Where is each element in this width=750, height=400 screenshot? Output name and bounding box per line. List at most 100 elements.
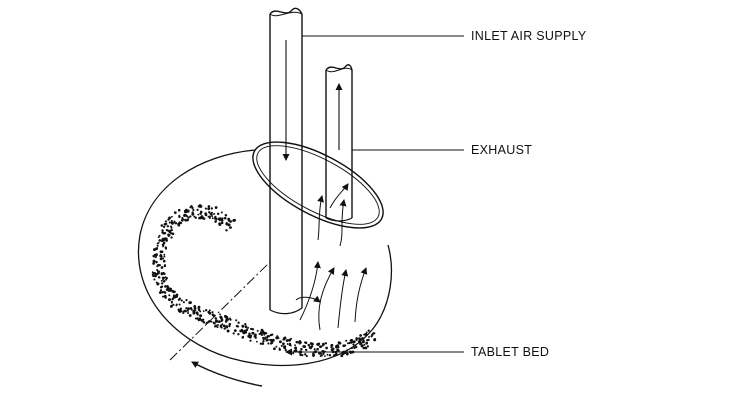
tablet-dot	[267, 335, 271, 338]
tablet-dot	[170, 229, 173, 232]
tablet-dot	[372, 332, 375, 335]
tablet-dot	[155, 281, 158, 284]
tablet-dot	[152, 262, 155, 265]
tablet-dot	[159, 254, 163, 257]
tablet-dot	[207, 207, 211, 211]
tablet-dot	[199, 314, 203, 318]
tablet-dot	[211, 311, 214, 314]
tablet-dot	[346, 349, 349, 352]
tablet-dot	[228, 317, 231, 320]
tablet-dot	[155, 260, 158, 264]
tablet-dot	[300, 347, 303, 351]
tablet-dot	[211, 217, 214, 220]
tablet-dot	[368, 335, 370, 338]
tablet-dot	[214, 219, 218, 223]
tablet-dot	[217, 217, 221, 221]
tablet-dot	[308, 346, 312, 349]
tablet-dot	[207, 205, 211, 208]
pan-mouth-ring	[252, 141, 384, 229]
tablet-dot	[251, 327, 255, 331]
tablet-dot	[321, 344, 324, 347]
tablet-dot	[370, 335, 373, 338]
tablet-dot	[220, 221, 224, 225]
tablet-dot	[278, 348, 282, 351]
tablet-dot	[346, 342, 350, 345]
tablet-dot	[225, 325, 228, 328]
tablet-dot	[189, 301, 192, 304]
tablet-dot	[275, 336, 279, 340]
tablet-dot	[160, 285, 164, 288]
tablet-dot	[187, 209, 190, 212]
tablet-dot	[225, 222, 229, 226]
tablet-dot	[153, 278, 156, 281]
tablet-dot	[301, 354, 304, 357]
tablet-dot	[373, 337, 377, 341]
tablet-dot	[169, 304, 173, 308]
tablet-dot	[177, 208, 181, 212]
tablet-dot	[196, 317, 199, 320]
tablet-dot	[358, 337, 362, 341]
tablet-dot	[256, 340, 258, 343]
tablet-dot	[185, 214, 188, 217]
tablet-bed-stipple	[151, 204, 377, 358]
tablet-dot	[194, 309, 197, 312]
tablet-dot	[352, 340, 356, 344]
tablet-dot	[216, 212, 220, 216]
tablet-dot	[160, 279, 163, 282]
tablet-dot	[244, 325, 248, 329]
tablet-dot	[177, 222, 180, 226]
tablet-dot	[292, 352, 295, 355]
tablet-dot	[317, 342, 321, 346]
tablet-dot	[208, 311, 212, 315]
tablet-dot	[251, 331, 254, 335]
tablet-dot	[224, 214, 228, 217]
tablet-dot	[325, 346, 328, 350]
tablet-dot	[217, 324, 219, 326]
tablet-dot	[366, 345, 369, 348]
tablet-dot	[197, 307, 200, 310]
tablet-dot	[215, 320, 219, 323]
tablet-dot	[152, 254, 156, 258]
tablet-dot	[224, 320, 228, 323]
tablet-dot	[159, 289, 163, 292]
tablet-dot	[354, 345, 358, 349]
tablet-dot	[253, 334, 257, 338]
tablet-dot	[225, 315, 229, 319]
tablet-dot	[229, 226, 232, 229]
tablet-dot	[267, 342, 270, 345]
tablet-dot	[312, 354, 315, 357]
tablet-dot	[160, 266, 164, 269]
tablet-dot	[350, 346, 353, 350]
tablet-dot	[170, 219, 173, 222]
tablet-dot	[219, 313, 221, 316]
tablet-dot	[263, 337, 267, 340]
tablet-dot	[239, 329, 242, 333]
tablet-dot	[156, 282, 160, 286]
tablet-dot	[259, 342, 262, 345]
tablet-dot	[361, 337, 365, 341]
tablet-dot	[218, 222, 221, 226]
airflow-arrows	[295, 183, 368, 331]
tablet-dot	[289, 344, 292, 347]
tablet-dot	[332, 354, 336, 357]
tablet-dot	[162, 257, 165, 260]
tablet-dot	[205, 309, 208, 312]
tablet-dot	[242, 335, 245, 338]
tablet-dot	[169, 289, 172, 292]
tablet-dot	[214, 317, 218, 320]
tablet-dot	[181, 218, 185, 221]
tablet-dot	[324, 355, 326, 357]
tablet-dot	[304, 348, 308, 352]
tablet-dot	[313, 348, 316, 351]
tablet-dot	[159, 257, 163, 261]
tablet-dot	[363, 343, 366, 346]
tablet-dot	[184, 210, 188, 214]
tablet-dot	[260, 330, 264, 334]
tablet-dot	[341, 352, 345, 356]
tablet-dot	[199, 310, 202, 313]
tablet-dot	[185, 208, 188, 211]
tablet-dot	[222, 324, 226, 328]
tablet-dot	[237, 325, 240, 328]
tablet-dot	[319, 352, 322, 355]
